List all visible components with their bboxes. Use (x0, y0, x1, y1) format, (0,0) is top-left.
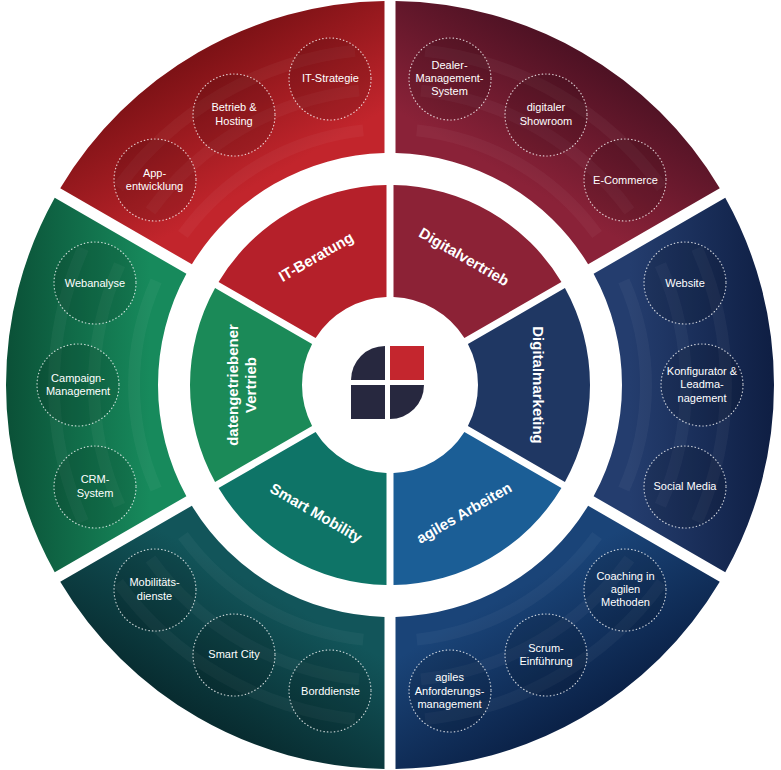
dotted-ring (644, 242, 726, 324)
service-segment: agiles Arbeiten (388, 427, 566, 587)
topic-circle: Social Media (643, 445, 727, 529)
topic-label: digitaler Showroom (506, 101, 586, 128)
dotted-ring (584, 139, 666, 221)
topic-label: Smart City (194, 648, 274, 661)
dotted-ring (289, 650, 371, 732)
topic-label: CRM- System (70, 473, 120, 500)
topic-label: Betrieb & Hosting (199, 101, 269, 128)
topic-circle: Borddienste (288, 649, 372, 733)
topic-circle: digitaler Showroom (504, 73, 588, 157)
dotted-ring (505, 614, 587, 696)
dotted-ring (54, 242, 136, 324)
dotted-ring (114, 139, 196, 221)
center-disc (304, 299, 476, 471)
topic-circle: Mobilitäts- dienste (113, 548, 197, 632)
logo-quarter (390, 385, 424, 419)
logo-square (351, 385, 385, 419)
dotted-ring (289, 38, 371, 120)
dotted-ring (409, 38, 491, 120)
topic-circle: Konfigurator & Leadma- nagement (660, 343, 744, 427)
dotted-ring (193, 74, 275, 156)
logo-square (390, 346, 424, 380)
dotted-ring (37, 344, 119, 426)
topic-circle: Website (643, 241, 727, 325)
dotted-ring (644, 446, 726, 528)
logo (351, 346, 424, 419)
topic-label: Scrum- Einführung (506, 642, 586, 669)
topic-label: Webanalyse (55, 277, 135, 290)
topic-label: E-Commerce (585, 174, 665, 187)
topic-label: Konfigurator & Leadma- nagement (662, 365, 742, 405)
topic-label: Coaching in agilen Methoden (590, 570, 660, 610)
topic-label: Website (645, 277, 725, 290)
outer-ring (6, 1, 774, 769)
topic-circle: agiles Anforderungs- management (408, 649, 492, 733)
topic-circle: Scrum- Einführung (504, 613, 588, 697)
topic-circle: Dealer- Management- System (408, 37, 492, 121)
outer-segment (594, 198, 774, 572)
outer-segment (6, 198, 186, 572)
dotted-ring (505, 74, 587, 156)
topic-label: App- entwicklung (115, 167, 195, 194)
dotted-ring (193, 614, 275, 696)
topic-circle: Webanalyse (53, 241, 137, 325)
segment-title: datengetriebener Vertrieb (224, 315, 260, 455)
topic-label: agiles Anforderungs- management (410, 671, 490, 711)
topic-circle: App- entwicklung (113, 138, 197, 222)
segment-texture (128, 278, 162, 491)
dotted-ring (661, 344, 743, 426)
topic-label: Social Media (645, 480, 725, 493)
topic-label: Mobilitäts- dienste (115, 576, 195, 603)
logo-quarter (351, 346, 385, 380)
topic-label: Campaign- Management (38, 372, 118, 399)
topic-circle: Campaign- Management (36, 343, 120, 427)
segment-title: Digitalmarketing (529, 326, 547, 444)
dotted-ring (54, 446, 136, 528)
segment-fill (394, 432, 562, 585)
topic-circle: E-Commerce (583, 138, 667, 222)
dotted-ring (114, 549, 196, 631)
topic-circle: IT-Strategie (288, 37, 372, 121)
topic-circle: CRM- System (53, 445, 137, 529)
dotted-ring (409, 650, 491, 732)
service-segment: datengetriebener Vertrieb (188, 283, 316, 487)
segment-fill (190, 288, 312, 482)
topic-label: IT-Strategie (290, 72, 370, 85)
segment-texture (618, 278, 652, 491)
topic-label: Dealer- Management- System (410, 59, 490, 99)
dotted-ring (584, 549, 666, 631)
topic-circle: Betrieb & Hosting (192, 73, 276, 157)
topic-circle: Smart City (192, 613, 276, 697)
topic-circle: Coaching in agilen Methoden (583, 548, 667, 632)
topic-label: Borddienste (290, 685, 370, 698)
